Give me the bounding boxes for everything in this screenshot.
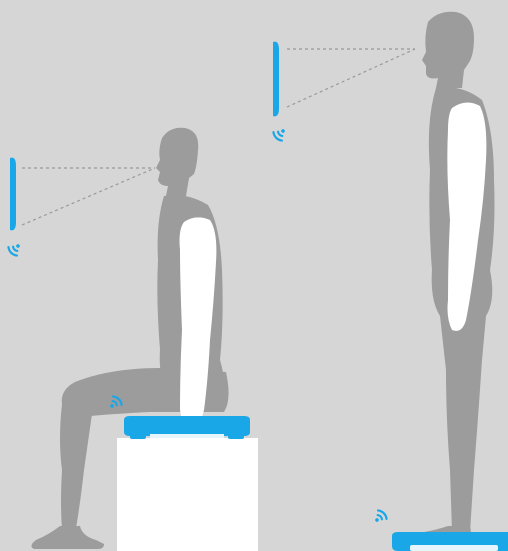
seated-display-screen-icon [10,158,16,231]
standing-display-screen-icon [273,42,279,117]
seated-box [117,438,258,551]
seated-balance-board [124,416,250,439]
standing-balance-board [392,532,508,551]
